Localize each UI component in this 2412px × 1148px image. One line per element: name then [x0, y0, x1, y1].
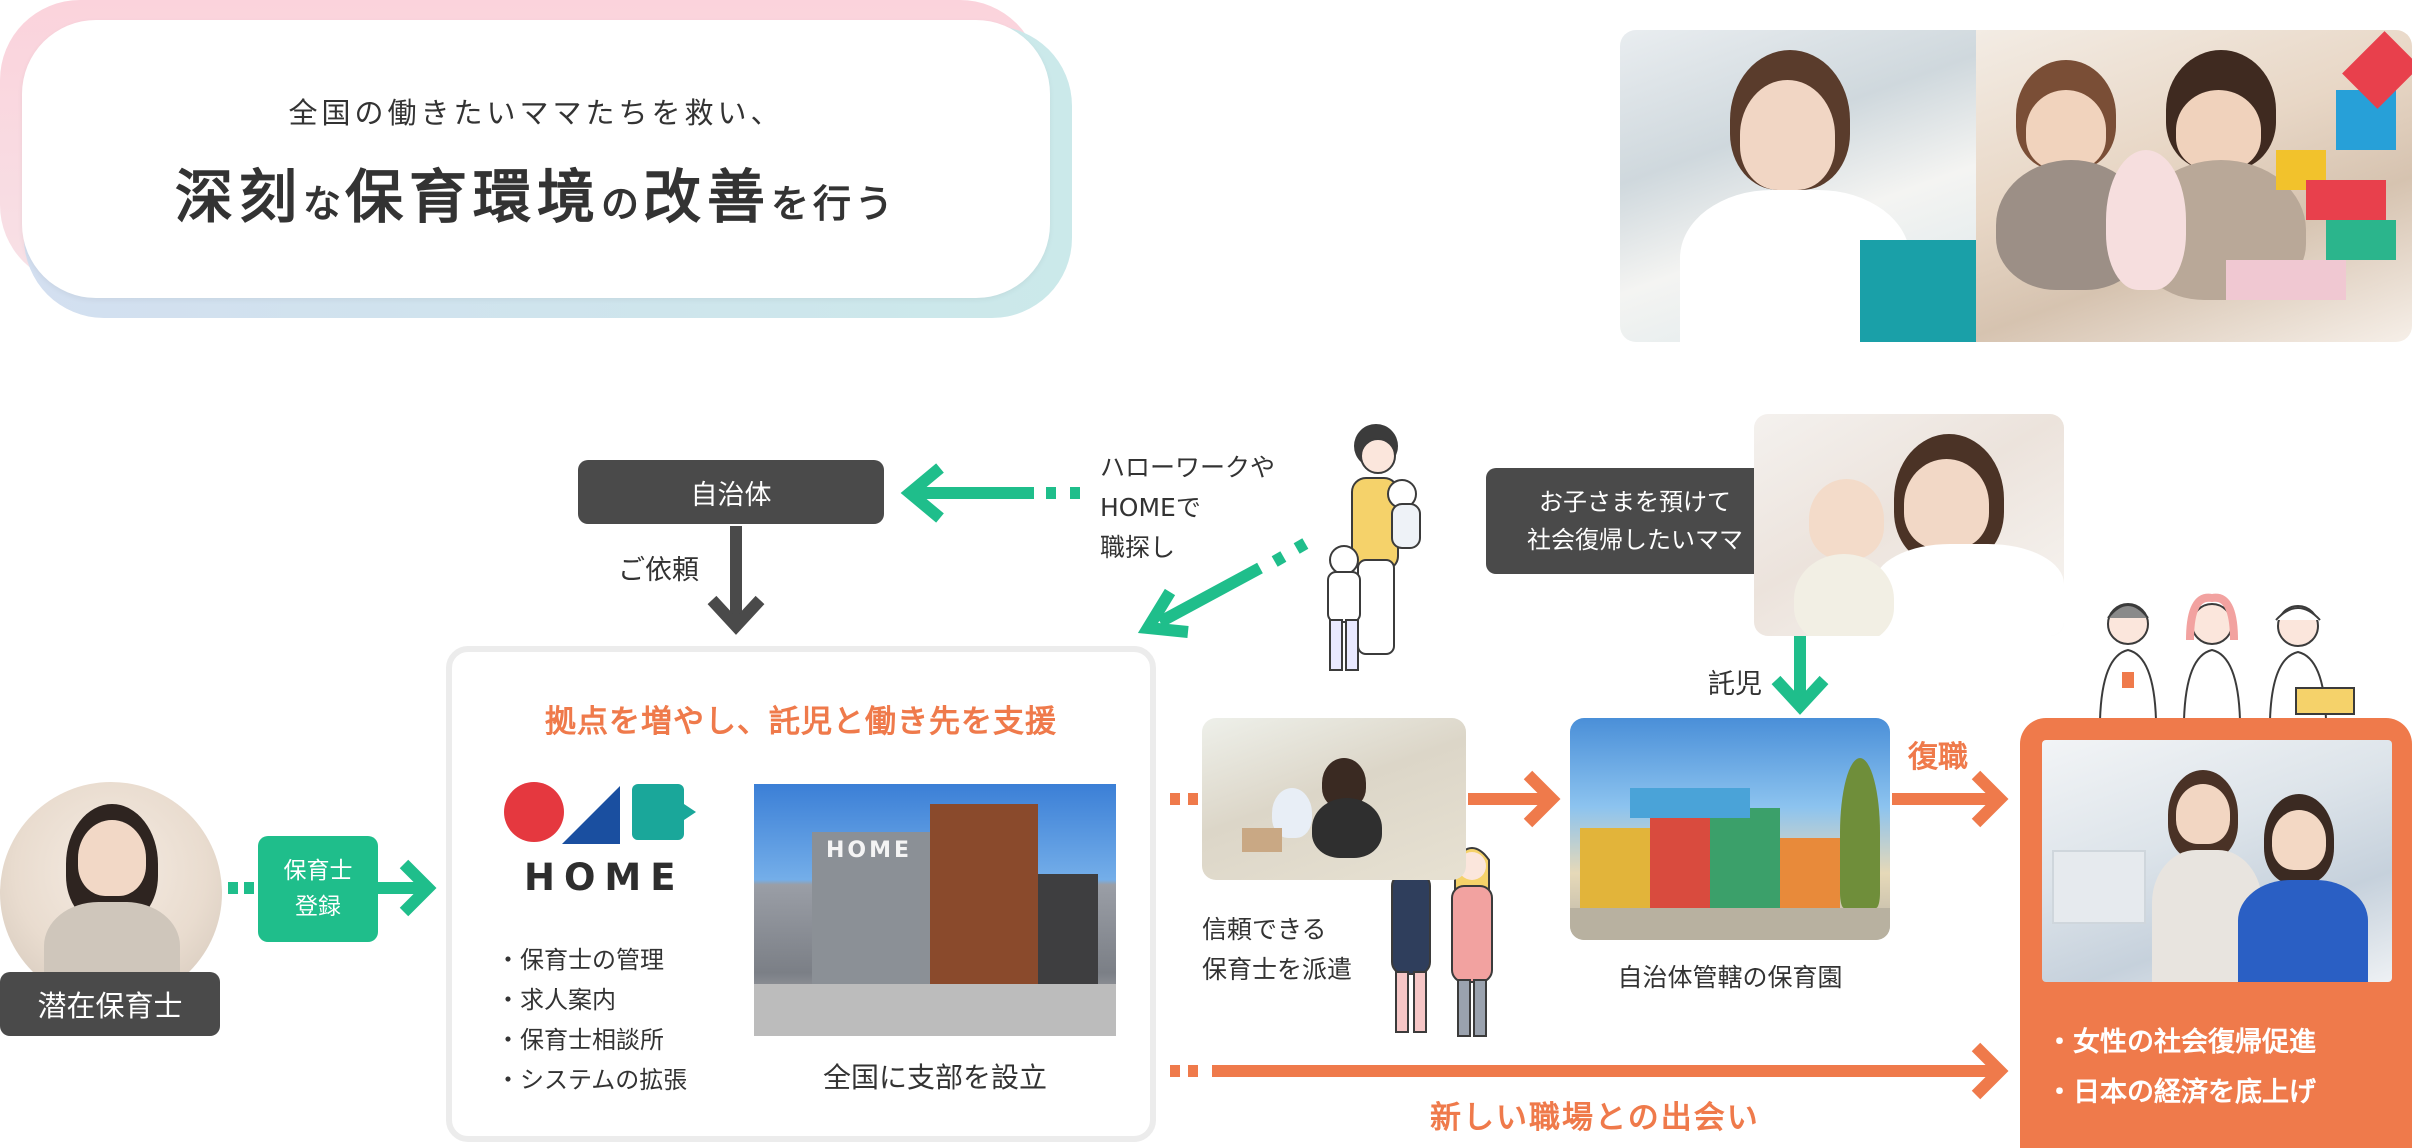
mama-label-line-1: お子さまを預けて: [1539, 488, 1731, 516]
irai-text: ご依頼: [618, 555, 699, 586]
center-bullet-list: 保育士の管理 求人案内 保育士相談所 システムの拡張: [496, 940, 687, 1100]
center-bullet-3: 保育士相談所: [496, 1020, 687, 1060]
home-logo-icon: [504, 782, 696, 844]
title-card: [22, 20, 1050, 298]
result-bullet-2: 日本の経済を底上げ: [2046, 1068, 2316, 1118]
jichitai-label: 自治体: [578, 460, 884, 524]
arrow-fukushoku: [1892, 770, 2009, 828]
mama-label: お子さまを預けて 社会復帰したいママ: [1486, 468, 1784, 574]
arrow-register: [228, 859, 437, 917]
photo-nursery-staff-baby: [1976, 30, 2412, 342]
branch-caption: 全国に支部を設立: [822, 1061, 1047, 1094]
hellowork-line-2: HOMEで: [1100, 493, 1201, 522]
photo-potential-childcare-worker: [0, 782, 222, 1004]
arrow-mother-to-center: [1137, 538, 1309, 638]
result-bullet-list: 女性の社会復帰促進 日本の経済を底上げ: [2046, 1018, 2316, 1118]
fukushoku-text: 復職: [1908, 740, 1968, 775]
register-line-1: 保育士: [283, 858, 353, 884]
nursery-caption: 自治体管轄の保育園: [1617, 963, 1843, 992]
mama-label-line-2: 社会復帰したいママ: [1527, 526, 1743, 554]
dispatch-line-2: 保育士を派遣: [1202, 955, 1353, 984]
photo-municipal-nursery: [1570, 718, 1890, 940]
title-word-hoiku-kankyo: 保育環境: [344, 163, 601, 231]
title-word-okonau: を行う: [771, 182, 898, 226]
building-sign-text: HOME: [826, 838, 913, 863]
center-bullet-2: 求人案内: [496, 980, 687, 1020]
arrow-dispatch: [1170, 793, 1198, 805]
title-line-2: 深刻な保育環境の改善を行う: [22, 150, 1050, 234]
photo-office-workers: [2042, 740, 2392, 982]
center-bullet-4: システムの拡張: [496, 1060, 687, 1100]
hellowork-line-3: 職探し: [1100, 533, 1176, 562]
dispatch-text: 信頼できる 保育士を派遣: [1202, 910, 1352, 990]
mother-illustration: [1327, 424, 1421, 671]
result-bullet-1: 女性の社会復帰促進: [2046, 1018, 2316, 1068]
arrow-jichitai-down: [707, 526, 765, 635]
center-title: 拠点を増やし、託児と働き先を支援: [545, 704, 1057, 740]
arrow-to-jichitai: [900, 463, 1080, 523]
dispatch-line-1: 信頼できる: [1202, 915, 1327, 944]
photo-mother-child: [1754, 414, 2064, 636]
arrow-room-to-nursery: [1468, 770, 1561, 828]
title-word-shinkoku: 深刻: [174, 163, 303, 231]
arrow-takuji: [1771, 636, 1829, 715]
title-particle-na: な: [302, 182, 345, 226]
photo-childcare-room: [1202, 718, 1466, 880]
hellowork-text: ハローワークや HOMEで 職探し: [1100, 448, 1275, 568]
arrow-new-workplace: [1170, 1042, 2009, 1100]
register-box: 保育士 登録: [258, 836, 378, 942]
title-line-1: 全国の働きたいママたちを救い、: [288, 96, 784, 130]
takuji-text: 託児: [1708, 669, 1762, 700]
potential-worker-label: 潜在保育士: [0, 972, 220, 1036]
title-particle-no: の: [601, 182, 644, 226]
title-word-kaizen: 改善: [643, 163, 772, 231]
center-bullet-1: 保育士の管理: [496, 940, 687, 980]
hellowork-line-1: ハローワークや: [1100, 453, 1276, 482]
home-logo-text: HOME: [524, 856, 685, 899]
register-line-2: 登録: [295, 894, 341, 920]
new-workplace-text: 新しい職場との出会い: [1430, 1100, 1760, 1136]
photo-woman-smartphone: [1620, 30, 1976, 342]
photo-branch-building: HOME: [754, 784, 1116, 1036]
workers-illustration: [2098, 593, 2355, 721]
